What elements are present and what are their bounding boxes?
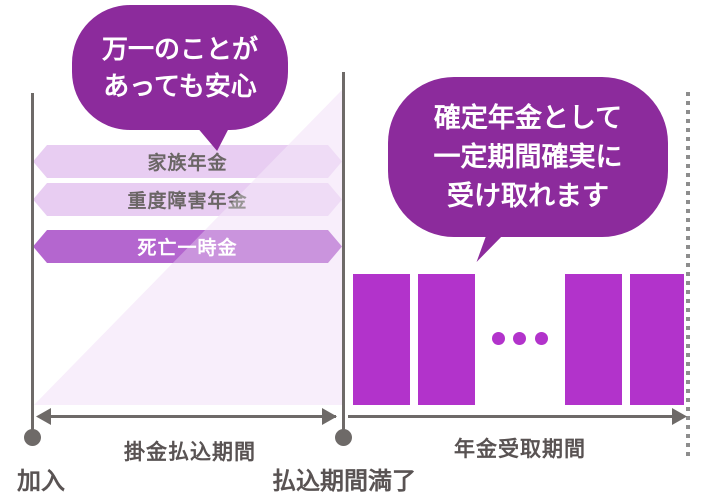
annuity-bubble-line-1: 確定年金として [433, 102, 623, 133]
severe-disability-pension-ribbon: 重度障害年金 [33, 183, 342, 216]
payment-period-arrow-line [44, 415, 336, 418]
ellipsis-dot [492, 332, 505, 345]
receiving-period-arrow-line [348, 415, 678, 418]
severe-disability-pension-label: 重度障害年金 [127, 191, 248, 212]
safety-speech-bubble: 万一のことが あっても安心 [72, 5, 288, 130]
annuity-bubble-line-2: 一定期間確実に [433, 141, 623, 172]
continuation-dotted-line [686, 92, 690, 458]
arrowhead-right-icon [672, 408, 687, 425]
annuity-bar [418, 274, 475, 405]
maturity-label: 払込期間満了 [272, 468, 416, 494]
join-point-marker [24, 429, 41, 446]
arrowhead-left-icon [36, 408, 51, 425]
annuity-speech-bubble: 確定年金として 一定期間確実に 受け取れます [388, 77, 668, 237]
annuity-bar [353, 274, 410, 405]
join-boundary-line [31, 93, 34, 432]
ellipsis-dot [535, 332, 548, 345]
payment-period-label: 掛金払込期間 [124, 441, 256, 464]
maturity-point-marker [335, 429, 352, 446]
receiving-period-label: 年金受取期間 [454, 438, 586, 461]
annuity-bar [565, 274, 622, 405]
annuity-bar [630, 274, 684, 405]
maturity-boundary-line [342, 72, 345, 432]
safety-bubble-line-2: あっても安心 [103, 70, 257, 101]
death-lump-sum-ribbon: 死亡一時金 [33, 230, 342, 263]
family-pension-label: 家族年金 [147, 153, 228, 174]
join-label: 加入 [17, 468, 65, 494]
family-pension-ribbon: 家族年金 [33, 145, 342, 178]
ellipsis-dot [513, 332, 526, 345]
safety-bubble-line-1: 万一のことが [101, 33, 258, 64]
annuity-bubble-line-3: 受け取れます [447, 180, 609, 211]
death-lump-sum-label: 死亡一時金 [137, 238, 238, 259]
arrowhead-right-icon [322, 408, 337, 425]
